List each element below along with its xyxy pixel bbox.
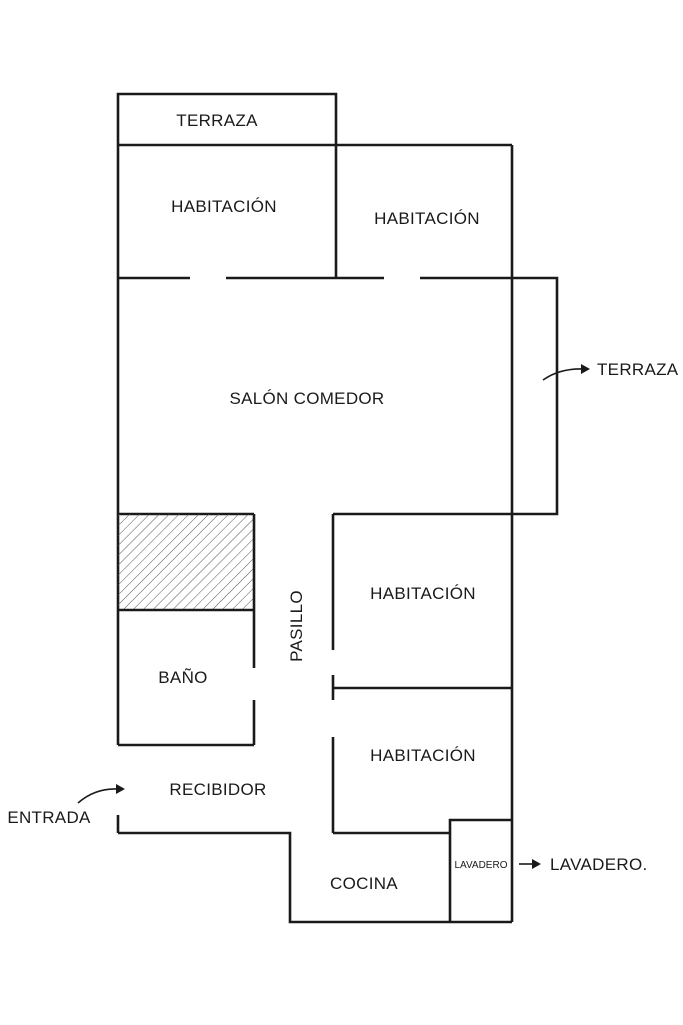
label-bano: BAÑO — [158, 668, 207, 687]
entrance-arrow-head — [116, 784, 125, 794]
label-recibidor: RECIBIDOR — [169, 780, 266, 799]
terrace-arrow — [542, 368, 585, 381]
label-habitacion-mid: HABITACIÓN — [370, 584, 476, 603]
arrows — [77, 364, 590, 869]
room-labels: TERRAZA HABITACIÓN HABITACIÓN SALÓN COME… — [7, 111, 678, 893]
label-lavadero-inner: LAVADERO — [455, 860, 508, 871]
label-habitacion-top-right: HABITACIÓN — [374, 209, 480, 228]
label-habitacion-bottom: HABITACIÓN — [370, 746, 476, 765]
walls — [116, 92, 559, 924]
label-salon-comedor: SALÓN COMEDOR — [229, 389, 384, 408]
terrace-arrow-head — [581, 364, 590, 374]
storage-hatched — [118, 514, 254, 610]
label-terraza-side: TERRAZA — [597, 360, 679, 379]
label-lavadero-outer: LAVADERO. — [550, 855, 648, 874]
bottom-wall — [118, 831, 512, 924]
entrance-arrow — [77, 788, 119, 804]
terrace-top-wall — [116, 92, 338, 145]
label-terraza-top: TERRAZA — [176, 111, 258, 130]
laundry-arrow-head — [532, 859, 541, 869]
label-habitacion-top-left: HABITACIÓN — [171, 197, 277, 216]
label-entrada: ENTRADA — [7, 808, 91, 827]
terrace-side-wall — [512, 276, 559, 516]
label-cocina: COCINA — [330, 874, 398, 893]
laundry-wall — [448, 818, 512, 922]
label-pasillo: PASILLO — [287, 590, 306, 662]
